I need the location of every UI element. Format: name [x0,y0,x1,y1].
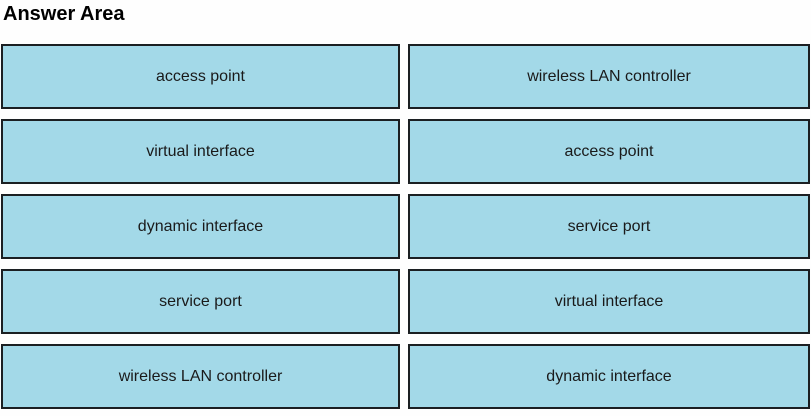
left-option-dynamic-interface[interactable]: dynamic interface [1,194,400,259]
right-option-service-port[interactable]: service port [408,194,810,259]
answer-area-grid: access point wireless LAN controller vir… [1,44,811,409]
left-option-service-port[interactable]: service port [1,269,400,334]
right-option-virtual-interface[interactable]: virtual interface [408,269,810,334]
page-title: Answer Area [3,3,125,25]
left-option-virtual-interface[interactable]: virtual interface [1,119,400,184]
right-option-dynamic-interface[interactable]: dynamic interface [408,344,810,409]
left-option-access-point[interactable]: access point [1,44,400,109]
left-option-wireless-lan-controller[interactable]: wireless LAN controller [1,344,400,409]
right-option-wireless-lan-controller[interactable]: wireless LAN controller [408,44,810,109]
right-option-access-point[interactable]: access point [408,119,810,184]
